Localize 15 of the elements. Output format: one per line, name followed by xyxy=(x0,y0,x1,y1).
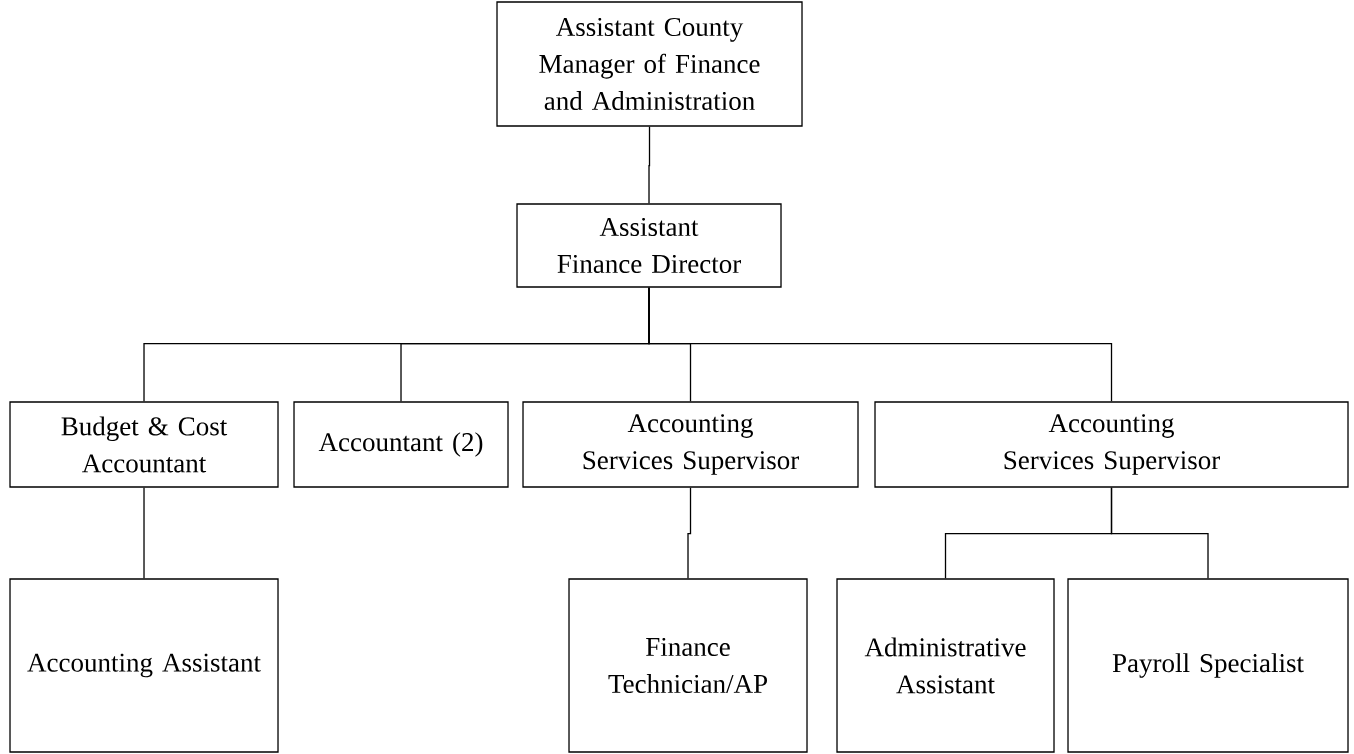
org-box: Accounting Services Supervisor xyxy=(522,401,859,488)
connector-line xyxy=(648,287,1113,402)
org-box: Administrative Assistant xyxy=(836,578,1055,753)
org-box: Accounting Assistant xyxy=(9,578,279,753)
connector-line xyxy=(1110,487,1209,579)
connector-line xyxy=(687,487,692,579)
org-box: Accounting Services Supervisor xyxy=(874,401,1349,488)
connector-line xyxy=(648,126,651,204)
org-box: Assistant County Manager of Finance and Administration xyxy=(496,1,803,127)
connector-line xyxy=(143,487,145,579)
org-box: Budget & Cost Accountant xyxy=(9,401,279,488)
org-box: Finance Technician/AP xyxy=(568,578,808,753)
org-box: Accountant (2) xyxy=(293,401,509,488)
org-box: Assistant Finance Director xyxy=(516,203,782,288)
org-box: Payroll Specialist xyxy=(1067,578,1349,753)
